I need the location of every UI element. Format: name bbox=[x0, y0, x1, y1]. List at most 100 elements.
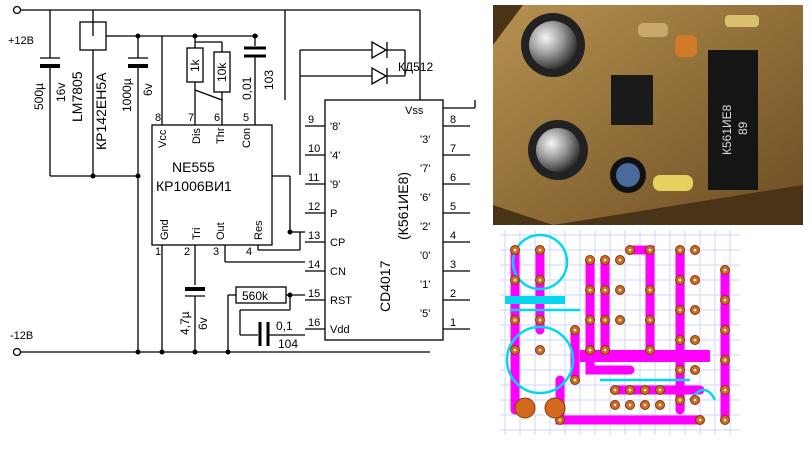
capacitor-c3: 0,01 103 bbox=[240, 33, 276, 100]
pin-label-thr: Thr bbox=[215, 127, 227, 144]
capacitor-c5: 0,1 104 bbox=[239, 295, 305, 351]
counter-pin-num: 4 bbox=[450, 230, 456, 242]
c1-voltage: 16v bbox=[54, 83, 68, 102]
counter-pin-num: 6 bbox=[450, 172, 456, 184]
pos-terminal bbox=[12, 5, 22, 15]
counter-pin-label: RST bbox=[330, 295, 352, 307]
counter-right-pins: 8 Vss 7 '3' 6 '7' 5 '6' 4 '2' 3 '0' 2 '1' 1 '5' bbox=[405, 105, 470, 330]
counter-pin-label: '2' bbox=[420, 221, 430, 233]
diode-label: КД512 bbox=[398, 60, 433, 74]
ceramic-cap bbox=[675, 35, 697, 57]
capacitor-c2: 1000µ 6v bbox=[106, 33, 155, 176]
pin-num-thr: 6 bbox=[214, 112, 220, 124]
counter-pin-label: Vdd bbox=[330, 324, 350, 336]
r2-value: 10k bbox=[215, 62, 229, 82]
timer-name: NE555 bbox=[172, 159, 215, 175]
c4-value: 4,7µ bbox=[178, 311, 192, 335]
counter-pin-label: '6' bbox=[420, 192, 430, 204]
capacitor-c4: 4,7µ 6v bbox=[178, 287, 210, 355]
counter-pin-num: 16 bbox=[308, 317, 320, 329]
timer-ic: NE555 КР1006ВИ1 Vcc Dis Thr Con Gnd Tri … bbox=[151, 112, 273, 258]
counter-chip bbox=[708, 50, 758, 190]
pcb-silkscreen bbox=[505, 233, 717, 401]
resistor-r2: 10k bbox=[195, 41, 231, 100]
counter-pin-num: 2 bbox=[450, 288, 456, 300]
c5-code: 104 bbox=[278, 337, 298, 351]
counter-pin-label: '5' bbox=[420, 308, 430, 320]
c4-voltage: 6v bbox=[196, 317, 210, 330]
pin-num-tri: 2 bbox=[184, 246, 190, 258]
pin-label-con: Con bbox=[241, 128, 253, 148]
counter-pin-num: 5 bbox=[450, 201, 456, 213]
pin-num-out: 3 bbox=[213, 246, 219, 258]
counter-pin-label: '1' bbox=[420, 279, 430, 291]
c3-code: 103 bbox=[262, 70, 276, 90]
counter-ic: CD4017 (К561ИЕ8) 9'8'10'4'11'9'12P13CP14… bbox=[305, 99, 470, 341]
counter-pin-num: 8 bbox=[450, 114, 456, 126]
pin-num-con: 5 bbox=[243, 112, 249, 124]
counter-pin-num: 12 bbox=[308, 201, 320, 213]
pin-label-out: Out bbox=[215, 222, 227, 240]
counter-name: CD4017 bbox=[377, 260, 393, 312]
film-cap bbox=[653, 175, 693, 191]
counter-pin-num: 15 bbox=[308, 288, 320, 300]
resistor-r3: 560k bbox=[225, 286, 305, 355]
c2-value: 1000µ bbox=[120, 78, 134, 112]
pin-label-vcc: Vcc bbox=[157, 129, 169, 148]
pin-num-res: 4 bbox=[246, 246, 252, 258]
pcb-pads bbox=[510, 245, 730, 425]
counter-pin-num: 3 bbox=[450, 259, 456, 271]
counter-pin-num: 1 bbox=[450, 317, 456, 329]
capacitor-c1: 500µ 16v bbox=[32, 10, 140, 177]
pin-label-gnd: Gnd bbox=[159, 219, 171, 240]
pcb-layout bbox=[500, 230, 740, 435]
regulator-alt: КР142ЕН5А bbox=[93, 72, 109, 150]
circuit-schematic: +12В -12В 500µ 16v LM7805 КР142ЕН5А 1000… bbox=[8, 5, 476, 357]
timer-chip bbox=[611, 75, 653, 125]
counter-pin-label: CN bbox=[330, 266, 346, 278]
pin-num-gnd: 1 bbox=[155, 246, 161, 258]
chip-label-2: 89 bbox=[736, 121, 750, 135]
c3-value: 0,01 bbox=[240, 76, 254, 100]
counter-pin-num: 13 bbox=[308, 230, 320, 242]
pin-num-vcc: 8 bbox=[155, 112, 161, 124]
supply-rails: +12В -12В bbox=[8, 5, 430, 357]
board-photo: К561ИЕ8 89 bbox=[493, 5, 803, 225]
counter-pin-label: CP bbox=[330, 237, 345, 249]
counter-pin-label: '7' bbox=[420, 163, 430, 175]
supply-pos-label: +12В bbox=[8, 35, 34, 47]
counter-alt: (К561ИЕ8) bbox=[395, 172, 411, 240]
voltage-regulator: LM7805 КР142ЕН5А bbox=[69, 21, 109, 179]
counter-pin-num: 9 bbox=[308, 114, 314, 126]
counter-pin-label: '3' bbox=[420, 134, 430, 146]
chip-label-1: К561ИЕ8 bbox=[720, 104, 734, 155]
c2-voltage: 6v bbox=[141, 83, 155, 96]
diode-photo bbox=[725, 15, 759, 27]
counter-pin-num: 10 bbox=[308, 143, 320, 155]
counter-pin-label: Vss bbox=[405, 105, 424, 117]
counter-pin-label: P bbox=[330, 208, 337, 220]
pin-label-tri: Tri bbox=[191, 228, 203, 240]
counter-pin-label: '0' bbox=[420, 250, 430, 262]
supply-neg-label: -12В bbox=[10, 330, 33, 342]
regulator-name: LM7805 bbox=[69, 71, 85, 122]
timer-alt: КР1006ВИ1 bbox=[156, 178, 232, 194]
resistor-r1: 1k bbox=[186, 33, 204, 90]
pin-num-dis: 7 bbox=[188, 112, 194, 124]
counter-pin-label: '8' bbox=[330, 121, 340, 133]
r3-value: 560k bbox=[242, 289, 269, 303]
counter-pin-num: 11 bbox=[308, 172, 319, 184]
pin-label-dis: Dis bbox=[191, 128, 203, 144]
counter-pin-num: 7 bbox=[450, 143, 456, 155]
counter-pin-label: '9' bbox=[330, 179, 340, 191]
counter-pin-label: '4' bbox=[330, 150, 340, 162]
c1-value: 500µ bbox=[32, 83, 46, 110]
r1-value: 1k bbox=[188, 58, 202, 72]
counter-pin-num: 14 bbox=[308, 259, 320, 271]
resistor-photo bbox=[638, 23, 668, 37]
diode-pair: КД512 bbox=[299, 40, 433, 130]
pin-label-res: Res bbox=[253, 220, 265, 240]
neg-terminal bbox=[12, 347, 22, 357]
